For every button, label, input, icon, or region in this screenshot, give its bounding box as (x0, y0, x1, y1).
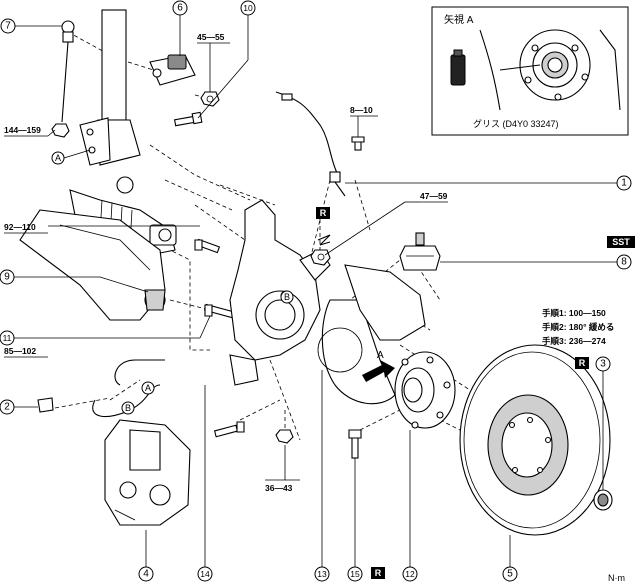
bolt-15 (348, 429, 362, 459)
svg-text:12: 12 (405, 569, 415, 579)
callout-2: 2 (0, 399, 15, 415)
stabilizer-link (61, 20, 75, 123)
svg-text:3: 3 (600, 359, 606, 370)
sensor-harness (275, 91, 346, 197)
brake-caliper (104, 419, 191, 526)
cotter-pin (317, 234, 331, 246)
svg-text:7: 7 (5, 21, 11, 32)
clip (37, 397, 54, 413)
view-a-arrow-label: A (377, 350, 384, 361)
step-2: 手順2: 180° 緩める (542, 322, 614, 332)
bolt-92-110 (194, 238, 221, 254)
step-3: 手順3: 236—274 (542, 336, 606, 346)
svg-text:1: 1 (621, 178, 627, 189)
brake-disc (459, 344, 611, 536)
torque-144-159: 144—159 (4, 125, 41, 135)
svg-text:15: 15 (350, 569, 360, 579)
callout-11: 11 (0, 330, 15, 346)
svg-text:11: 11 (3, 333, 12, 343)
svg-text:8: 8 (621, 257, 627, 268)
callout-13: 13 (314, 566, 330, 582)
nut-45-55 (200, 91, 220, 107)
svg-text:R: R (579, 358, 586, 368)
wheel-speed-sensor-bracket (149, 54, 196, 86)
torque-47-59: 47—59 (420, 191, 448, 201)
wheel-hub (394, 351, 456, 429)
view-a-title: 矢視 A (444, 13, 474, 26)
callout-10: 10 (240, 0, 256, 16)
nut-36-43 (275, 429, 294, 444)
callout-9: 9 (0, 269, 15, 285)
bolt-10 (173, 111, 203, 127)
callout-7: 7 (0, 18, 16, 34)
torque-labels: 45—55 8—10 144—159 47—59 92—110 85—102 3… (4, 32, 448, 493)
svg-text:10: 10 (243, 3, 253, 13)
svg-text:6: 6 (177, 3, 183, 14)
callout-6: 6 (172, 0, 188, 16)
bolt-8-10 (351, 136, 365, 151)
unit-label: N·m (608, 573, 625, 583)
torque-36-43: 36—43 (265, 483, 293, 493)
ball-joint-sst (399, 232, 441, 271)
ref-b-hose: B (121, 401, 135, 415)
bolt-11 (204, 303, 234, 319)
badge-r-bolt: R (371, 567, 385, 579)
svg-text:13: 13 (317, 569, 327, 579)
callout-1: 1 (616, 175, 632, 191)
svg-text:B: B (284, 292, 290, 302)
grease-tube-icon (450, 49, 466, 86)
lower-arm (19, 209, 166, 321)
svg-text:R: R (320, 208, 327, 218)
svg-text:A: A (145, 383, 151, 393)
svg-text:B: B (125, 403, 131, 413)
svg-text:R: R (375, 568, 382, 578)
badge-sst: SST (607, 236, 635, 248)
torque-45-55: 45—55 (197, 32, 225, 42)
step-1: 手順1: 100—150 (542, 308, 606, 318)
svg-text:14: 14 (200, 569, 210, 579)
torque-leaders (4, 42, 448, 481)
callout-4: 4 (138, 566, 154, 582)
callout-12: 12 (402, 566, 418, 582)
badge-r-cotter: R (316, 207, 330, 219)
steering-knuckle (229, 199, 331, 386)
callout-8: 8 (616, 254, 632, 270)
reference-labels: A B A B (51, 149, 294, 415)
disc-screw (593, 489, 613, 511)
strut-assembly (79, 9, 141, 194)
callout-15: 15 (347, 566, 363, 582)
svg-text:A: A (55, 153, 61, 163)
callout-leaders (12, 14, 617, 567)
ref-a-hose: A (141, 381, 155, 395)
svg-text:5: 5 (507, 569, 513, 580)
svg-text:SST: SST (612, 237, 630, 247)
ref-a-strut: A (51, 149, 91, 165)
ref-b-knuckle: B (280, 290, 294, 304)
callout-3: 3 (595, 356, 611, 372)
knuckle-lower-bolt (213, 421, 245, 438)
torque-92-110: 92—110 (4, 222, 36, 232)
torque-85-102: 85—102 (4, 346, 36, 356)
grease-label: グリス (D4Y0 33247) (473, 118, 559, 129)
svg-text:9: 9 (4, 272, 10, 283)
nut-144-159 (51, 123, 70, 138)
view-a-inset: 矢視 A グリス (D4Y0 33247) (431, 6, 629, 136)
torque-8-10: 8—10 (350, 105, 373, 115)
view-a-arrow: A (362, 350, 395, 382)
svg-text:2: 2 (4, 402, 10, 413)
castle-nut (310, 249, 331, 266)
callout-5: 5 (502, 566, 518, 582)
tightening-steps: 手順1: 100—150 手順2: 180° 緩める 手順3: 236—274 (542, 308, 614, 346)
badge-r-screw: R (575, 357, 589, 369)
svg-text:4: 4 (143, 569, 149, 580)
callout-14: 14 (197, 566, 213, 582)
